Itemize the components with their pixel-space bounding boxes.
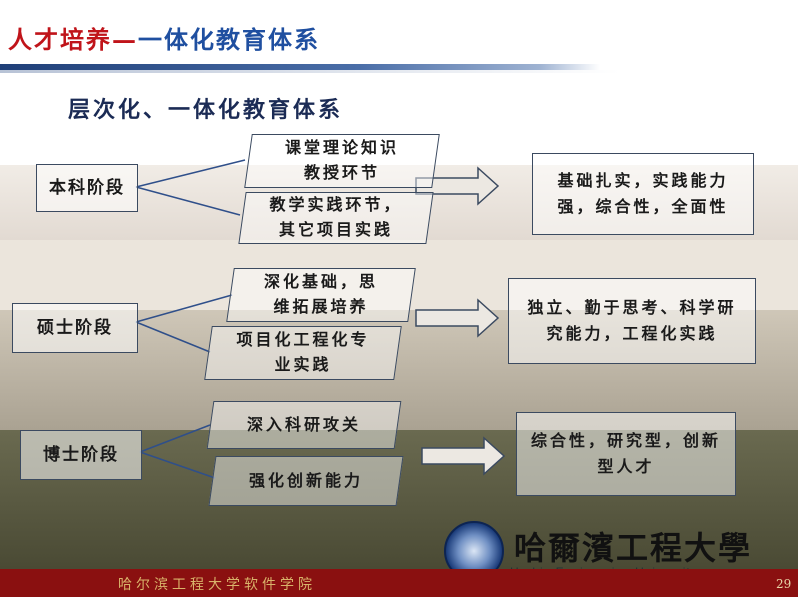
title-part-blue: 一体化教育体系 xyxy=(138,25,320,54)
method-doctor-1: 深入科研攻关 xyxy=(206,401,402,449)
arrow-undergrad xyxy=(415,166,500,206)
connector-line xyxy=(135,186,241,216)
method-master-1: 深化基础，思维拓展培养 xyxy=(226,268,416,322)
footer-bar xyxy=(0,569,798,597)
outcome-undergrad: 基础扎实，实践能力强，综合性，全面性 xyxy=(532,153,754,235)
connector-line xyxy=(139,424,211,453)
slide-title: 人才培养—一体化教育体系 xyxy=(8,20,320,55)
title-underline xyxy=(0,64,600,70)
method-undergrad-2: 教学实践环节，其它项目实践 xyxy=(238,192,434,244)
arrow-doctor xyxy=(421,436,506,476)
method-label: 项目化工程化专业实践 xyxy=(236,330,370,374)
method-label: 深入科研攻关 xyxy=(246,414,362,434)
method-label: 强化创新能力 xyxy=(248,470,364,490)
outcome-label: 独立、勤于思考、科学研究能力，工程化实践 xyxy=(527,298,737,343)
footer-text: 哈尔滨工程大学软件学院 xyxy=(118,577,316,593)
connector-line xyxy=(135,321,211,353)
method-label: 教学实践环节，其它项目实践 xyxy=(269,195,403,239)
page-number: 29 xyxy=(776,577,792,591)
arrow-master xyxy=(415,298,500,338)
method-label: 深化基础，思维拓展培养 xyxy=(263,272,378,316)
stage-label: 本科阶段 xyxy=(49,177,125,198)
connector-line xyxy=(135,294,233,323)
method-undergrad-1: 课堂理论知识教授环节 xyxy=(244,134,440,188)
outcome-master: 独立、勤于思考、科学研究能力，工程化实践 xyxy=(508,278,756,364)
outcome-doctor: 综合性，研究型，创新型人才 xyxy=(516,412,736,496)
method-label: 课堂理论知识教授环节 xyxy=(284,138,399,182)
stage-label: 博士阶段 xyxy=(43,444,119,465)
method-master-2: 项目化工程化专业实践 xyxy=(204,326,402,380)
stage-label: 硕士阶段 xyxy=(37,317,113,338)
stage-undergrad: 本科阶段 xyxy=(36,164,138,212)
title-part-red: 人才培养— xyxy=(8,25,138,54)
method-doctor-2: 强化创新能力 xyxy=(208,456,404,506)
outcome-label: 基础扎实，实践能力强，综合性，全面性 xyxy=(557,171,729,216)
stage-master: 硕士阶段 xyxy=(12,303,138,353)
subtitle: 层次化、一体化教育体系 xyxy=(68,97,344,123)
title-underline-shadow xyxy=(0,70,620,73)
connector-line xyxy=(135,159,246,188)
university-logo-text: 哈爾濱工程大學 xyxy=(514,529,753,567)
outcome-label: 综合性，研究型，创新型人才 xyxy=(531,431,722,476)
connector-line xyxy=(139,451,216,479)
stage-doctor: 博士阶段 xyxy=(20,430,142,480)
